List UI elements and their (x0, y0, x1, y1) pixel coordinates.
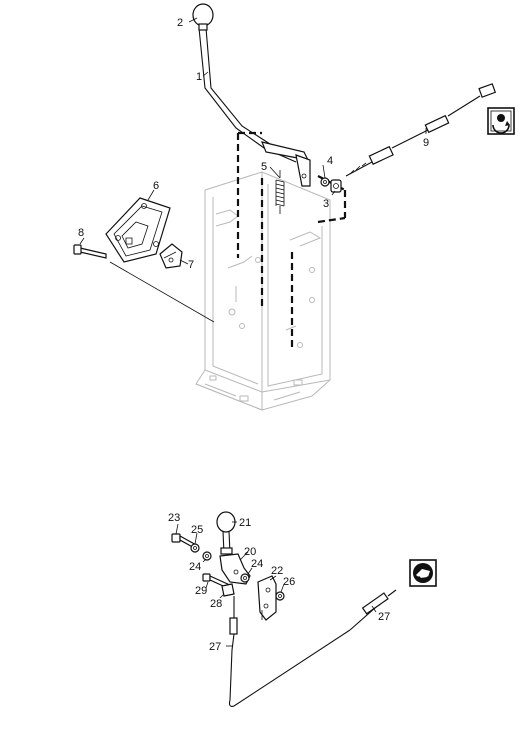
lower-assembly: 20 21 22 23 24 24 25 26 27 27 28 29 (168, 511, 437, 707)
callout-26: 26 (283, 576, 295, 588)
callout-9: 9 (423, 137, 429, 149)
snow-thrower-icon (409, 559, 437, 587)
callout-20: 20 (244, 546, 256, 558)
upper-assembly: 1 2 3 4 5 6 7 8 9 (73, 3, 515, 411)
clip (159, 243, 183, 269)
washer-and-bushing (320, 177, 342, 193)
leader-line (109, 261, 215, 323)
shift-knob (192, 3, 214, 31)
callout-25: 25 (191, 524, 203, 536)
shift-lever (198, 27, 311, 187)
callout-29: 29 (195, 585, 207, 597)
bolt (73, 244, 107, 259)
callout-28: 28 (210, 598, 222, 610)
callout-2: 2 (177, 17, 183, 29)
callout-6: 6 (153, 180, 159, 192)
upper-callouts: 1 2 3 4 5 6 7 8 9 (78, 17, 429, 271)
callout-24b: 24 (251, 558, 263, 570)
callout-3: 3 (323, 198, 329, 210)
callout-8: 8 (78, 227, 84, 239)
bolt-and-clip (202, 573, 235, 597)
callout-5: 5 (261, 161, 267, 173)
auger-knob (216, 511, 236, 555)
lower-leaders (175, 521, 377, 647)
mount-bracket (257, 575, 277, 621)
upper-leaders (79, 17, 427, 265)
callout-27a: 27 (209, 641, 221, 653)
callout-21: 21 (239, 517, 251, 529)
auger-cable (228, 589, 397, 707)
spring (275, 170, 285, 214)
callout-23: 23 (168, 512, 180, 524)
callout-4: 4 (327, 155, 333, 167)
callout-22: 22 (271, 565, 283, 577)
gasket-plate (105, 197, 171, 263)
fan-rotation-icon (487, 107, 515, 135)
control-tower-ghost (195, 171, 331, 411)
callout-7: 7 (188, 259, 194, 271)
shift-cable (345, 83, 497, 177)
lower-callouts: 20 21 22 23 24 24 25 26 27 27 28 29 (168, 512, 390, 653)
callout-1: 1 (196, 71, 202, 83)
nut (275, 591, 285, 601)
callout-27b: 27 (378, 611, 390, 623)
callout-24a: 24 (189, 561, 201, 573)
